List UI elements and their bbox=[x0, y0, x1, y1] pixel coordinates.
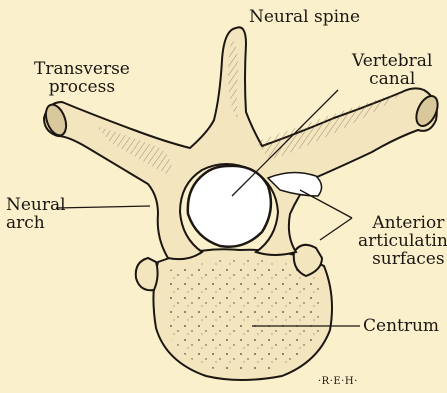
label-anterior-articulating-surfaces: Anterior articulating surfaces bbox=[358, 214, 447, 268]
label-vertebral-canal-line-2: canal bbox=[352, 70, 432, 88]
label-aas-line-2: articulating bbox=[358, 232, 447, 250]
label-neural-arch: Neural arch bbox=[6, 196, 66, 232]
label-neural-arch-line-1: Neural bbox=[6, 196, 66, 214]
label-transverse-process: Transverse process bbox=[34, 60, 130, 96]
label-transverse-process-line-2: process bbox=[34, 78, 130, 96]
label-vertebral-canal: Vertebral canal bbox=[352, 52, 432, 88]
leader-anterior-2 bbox=[320, 218, 352, 240]
left-articular-nub bbox=[136, 258, 158, 290]
artist-signature: ·R·E·H· bbox=[318, 376, 358, 387]
label-neural-arch-line-2: arch bbox=[6, 214, 66, 232]
label-vertebral-canal-line-1: Vertebral bbox=[352, 52, 432, 70]
label-transverse-process-line-1: Transverse bbox=[34, 60, 130, 78]
label-centrum: Centrum bbox=[363, 317, 439, 335]
centrum-texture bbox=[165, 260, 323, 371]
vertebral-canal-hole bbox=[188, 166, 271, 247]
leader-anterior-1 bbox=[300, 190, 352, 218]
leader-neural-arch bbox=[56, 206, 150, 208]
label-neural-spine: Neural spine bbox=[249, 8, 360, 26]
label-aas-line-1: Anterior bbox=[358, 214, 447, 232]
label-aas-line-3: surfaces bbox=[358, 250, 447, 268]
